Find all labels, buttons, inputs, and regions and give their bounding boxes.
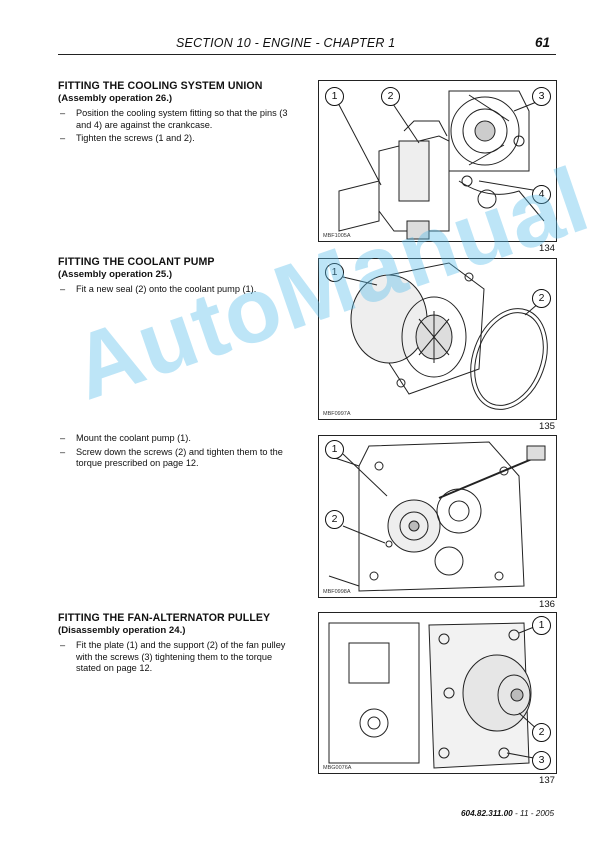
step-item: Position the cooling system fitting so t…	[58, 108, 298, 131]
footer-date: - 11 - 2005	[512, 809, 554, 818]
callout-1: 1	[325, 87, 344, 106]
block-title: FITTING THE COOLING SYSTEM UNION	[58, 80, 263, 92]
section-title: SECTION 10 - ENGINE - CHAPTER 1	[176, 36, 396, 50]
callout-2: 2	[325, 510, 344, 529]
callout-3: 3	[532, 87, 551, 106]
callout-2: 2	[532, 723, 551, 742]
page-number: 61	[534, 35, 550, 50]
figure-code: MBG0076A	[323, 765, 352, 771]
figure-drawing	[342, 262, 548, 410]
callout-1: 1	[532, 616, 551, 635]
block-title: FITTING THE FAN-ALTERNATOR PULLEY	[58, 612, 271, 624]
figure-135: 1 2 MBF0997A	[318, 258, 557, 420]
block-cooling-union: FITTING THE COOLING SYSTEM UNION (Assemb…	[58, 80, 298, 147]
step-item: Screw down the screws (2) and tighten th…	[58, 447, 298, 470]
callout-2: 2	[532, 289, 551, 308]
figure-number: 134	[538, 243, 555, 254]
page-header: SECTION 10 - ENGINE - CHAPTER 1 61	[58, 34, 556, 55]
figure-137: 1 2 3 MBG0076A	[318, 612, 557, 774]
step-item: Fit a new seal (2) onto the coolant pump…	[58, 284, 298, 296]
figure-code: MBF0998A	[323, 589, 351, 595]
block-subtitle: (Disassembly operation 24.)	[58, 625, 186, 636]
figure-number: 136	[538, 599, 555, 610]
document-code: 604.82.311.00	[460, 809, 513, 818]
block-title: FITTING THE COOLANT PUMP	[58, 256, 215, 268]
block-coolant-pump: FITTING THE COOLANT PUMP (Assembly opera…	[58, 256, 298, 298]
step-list: Fit a new seal (2) onto the coolant pump…	[58, 284, 298, 296]
step-item: Tighten the screws (1 and 2).	[58, 133, 298, 145]
callout-3: 3	[532, 751, 551, 770]
callout-1: 1	[325, 263, 344, 282]
figure-134: 1 2 3 4 MBF1005A	[318, 80, 557, 242]
step-item: Fit the plate (1) and the support (2) of…	[58, 640, 298, 675]
figure-number: 137	[538, 775, 555, 786]
figure-code: MBF0997A	[323, 411, 351, 417]
block-subtitle: (Assembly operation 26.)	[58, 93, 173, 104]
step-list: Fit the plate (1) and the support (2) of…	[58, 640, 298, 675]
callout-1: 1	[325, 440, 344, 459]
figure-drawing	[328, 622, 540, 769]
block-subtitle: (Assembly operation 25.)	[58, 269, 173, 280]
step-item: Mount the coolant pump (1).	[58, 433, 298, 445]
block-fan-pulley: FITTING THE FAN-ALTERNATOR PULLEY (Disas…	[58, 612, 298, 677]
page-footer: 604.82.311.00 - 11 - 2005	[400, 809, 554, 818]
figure-number: 135	[538, 421, 555, 432]
figure-drawing	[328, 441, 546, 592]
figure-136: 1 2 MBF0998A	[318, 435, 557, 598]
callout-4: 4	[532, 185, 551, 204]
callout-2: 2	[381, 87, 400, 106]
figure-code: MBF1005A	[323, 233, 351, 239]
step-list: Mount the coolant pump (1). Screw down t…	[58, 433, 298, 470]
figure-drawing	[336, 90, 545, 240]
block-mount-pump: Mount the coolant pump (1). Screw down t…	[58, 433, 298, 472]
step-list: Position the cooling system fitting so t…	[58, 108, 298, 145]
